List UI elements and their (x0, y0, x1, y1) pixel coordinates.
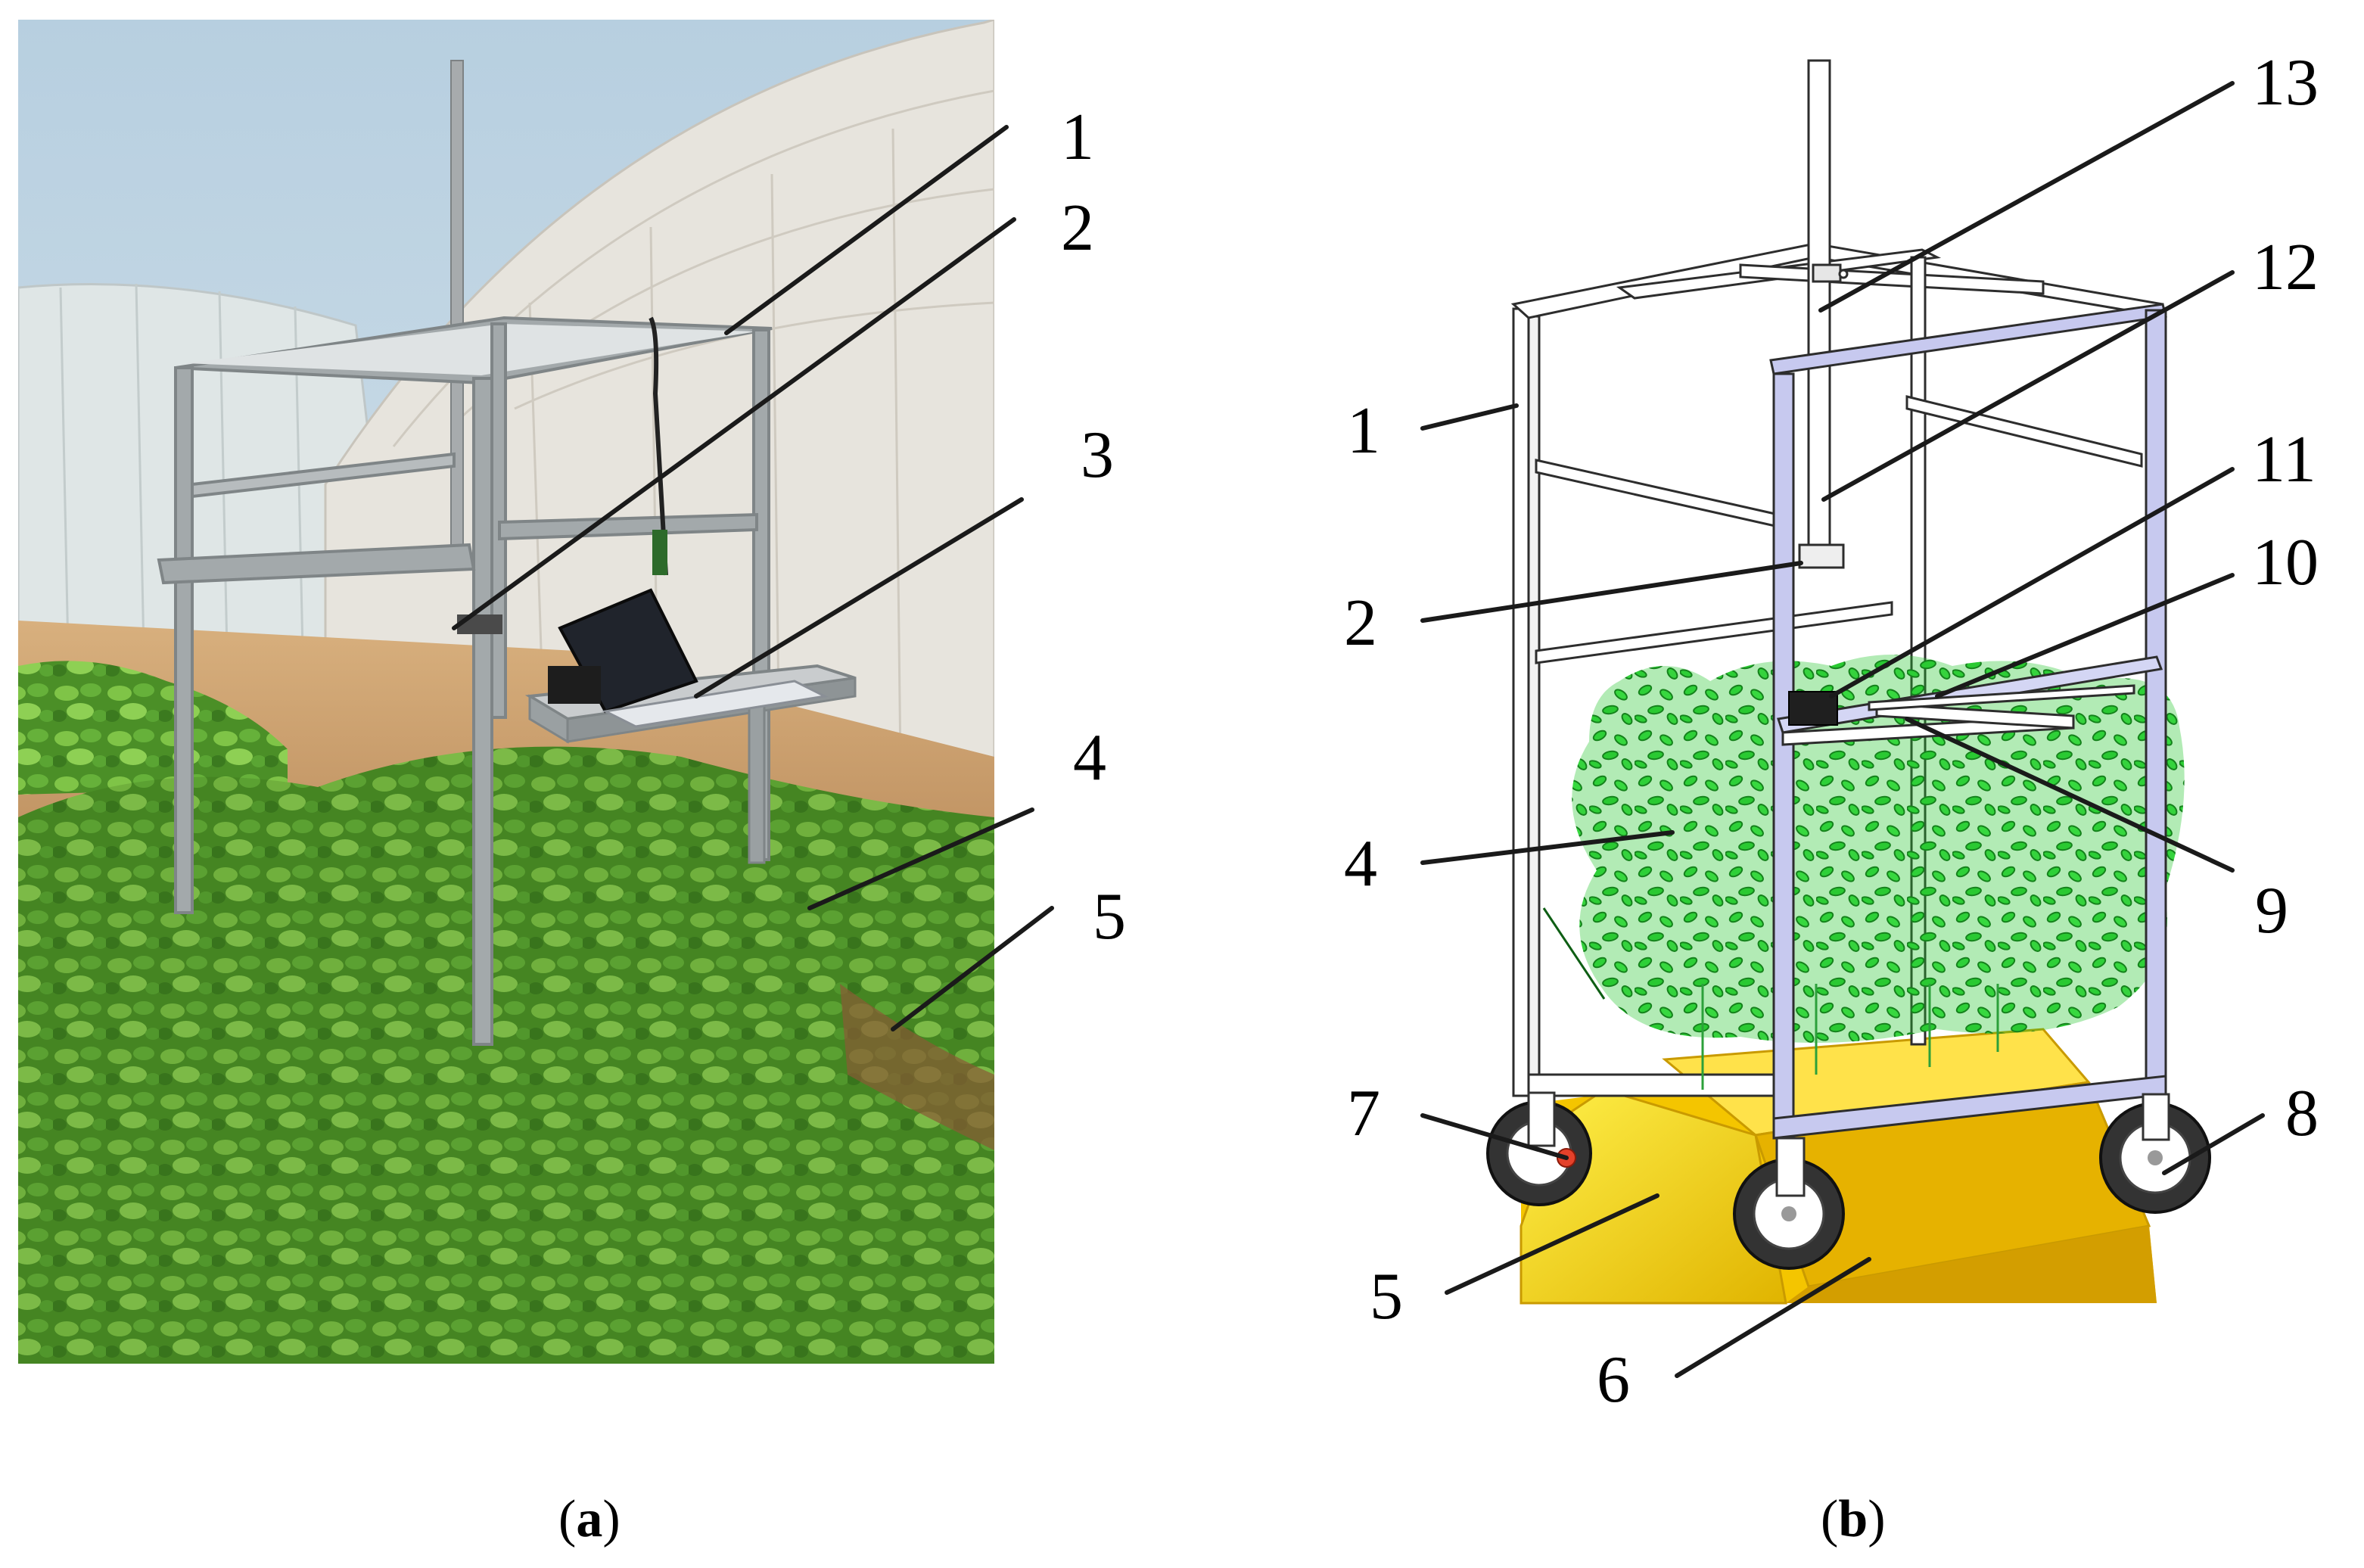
panel-b-model (1486, 59, 2211, 1305)
frame-model-front (1769, 303, 2167, 1140)
callout-a-5: 5 (1093, 880, 1126, 954)
furrow (840, 984, 994, 1150)
leader-b-6 (1675, 1257, 1871, 1378)
callout-b-7: 7 (1347, 1077, 1380, 1150)
panel-a-leaders (452, 125, 1054, 1031)
panel-a-callouts: 1 2 3 4 5 (1061, 101, 1126, 954)
callout-b-9: 9 (2255, 874, 2288, 947)
laptop-base (602, 680, 829, 728)
callout-a-1: 1 (1061, 101, 1094, 174)
callout-b-10: 10 (2252, 526, 2319, 599)
leader-a-4 (807, 807, 1034, 910)
leader-a-5 (891, 906, 1054, 1031)
caption-b: (b) (1821, 1490, 1886, 1548)
panel-a-photo (18, 20, 994, 1364)
callout-b-6: 6 (1597, 1343, 1630, 1417)
camera-model (1788, 691, 1838, 726)
wheel-back-left (1486, 1091, 1592, 1206)
leader-b-12 (1821, 270, 2235, 502)
callout-b-12: 12 (2252, 231, 2319, 304)
panel-b-leaders (1420, 81, 2265, 1378)
callout-a-3: 3 (1081, 418, 1114, 492)
leader-b-13 (1818, 81, 2235, 313)
leader-a-3 (694, 497, 1024, 698)
model-plant-canopy (1542, 655, 2185, 1090)
leader-a-2 (452, 217, 1016, 630)
leader-b-9 (1905, 717, 2235, 873)
camera-mount (457, 614, 502, 634)
callout-b-11: 11 (2252, 423, 2316, 496)
leader-b-1 (1420, 403, 1519, 431)
callout-b-4: 4 (1344, 827, 1377, 901)
callout-b-5: 5 (1370, 1260, 1403, 1333)
leader-b-8 (2162, 1113, 2265, 1175)
callout-b-13: 13 (2252, 46, 2319, 120)
leader-b-4 (1420, 830, 1675, 865)
frame-photo (157, 316, 773, 1046)
leader-b-5 (1445, 1193, 1659, 1295)
potato-canopy (18, 746, 994, 1364)
ridge-model (1519, 1028, 2157, 1305)
leader-b-11 (1829, 467, 2235, 698)
leader-b-10 (1935, 573, 2235, 698)
callout-b-2: 2 (1344, 586, 1377, 660)
panel-b-callouts: 1 2 4 5 6 7 8 9 10 11 12 13 (1344, 46, 2319, 1417)
mast-pole (450, 60, 464, 561)
leader-b-7 (1420, 1113, 1569, 1160)
callout-b-8: 8 (2285, 1077, 2319, 1150)
callout-a-2: 2 (1061, 191, 1094, 265)
leader-a-1 (724, 125, 1009, 335)
caption-a: (a) (558, 1490, 621, 1548)
callout-a-4: 4 (1073, 721, 1106, 795)
controller-box (548, 666, 601, 704)
leader-b-2 (1420, 561, 1803, 623)
potato-row-back (18, 661, 288, 795)
wheel-front-right (2099, 1093, 2211, 1214)
laptop-shelf (524, 588, 857, 864)
wheel-front-left (1733, 1137, 1845, 1270)
callout-b-1: 1 (1347, 394, 1380, 468)
